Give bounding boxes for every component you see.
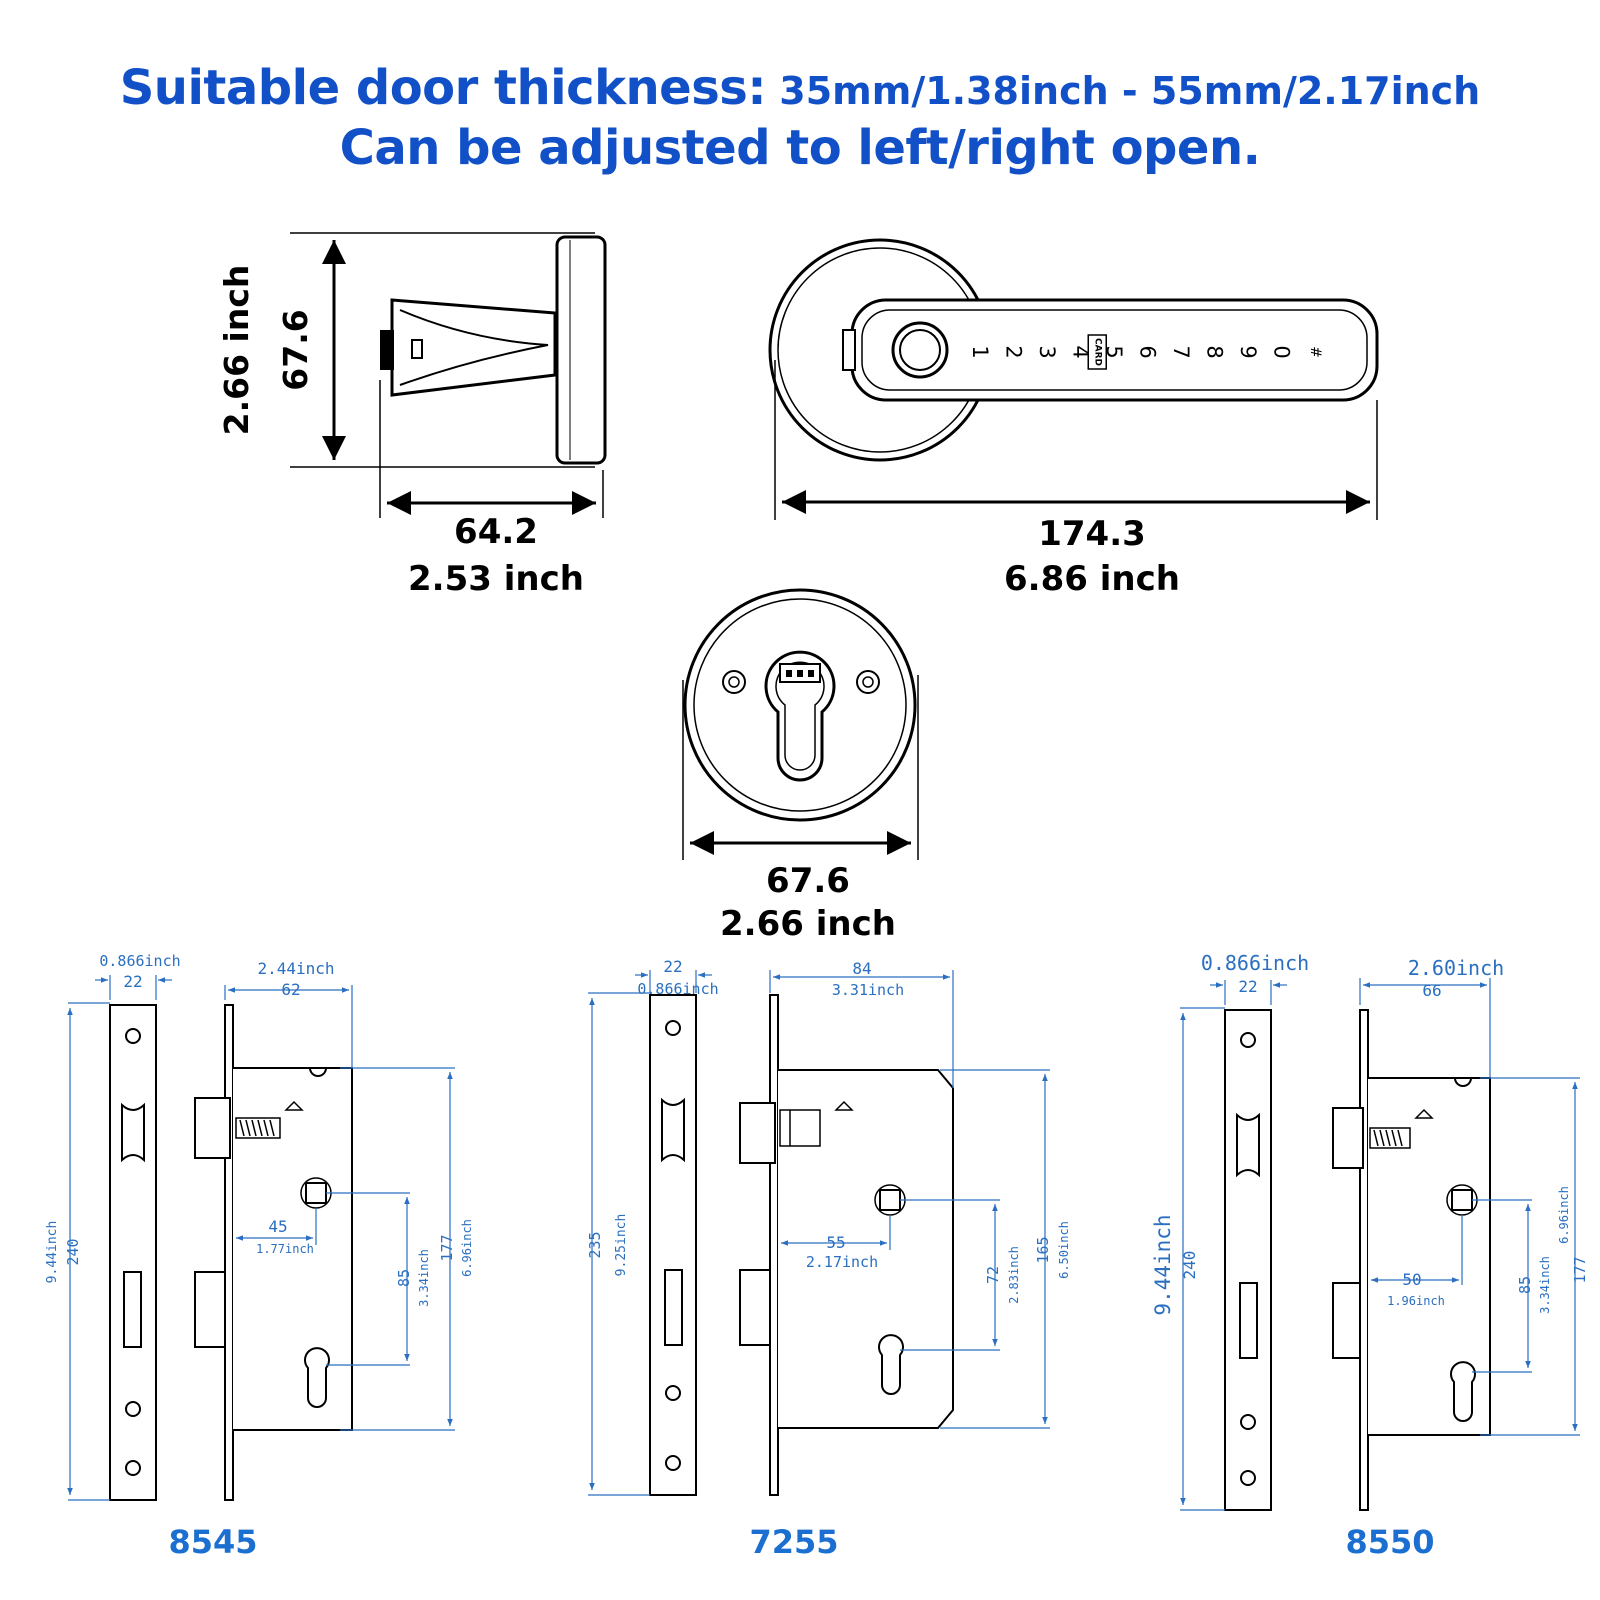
m8545-depth-mm: 62 (281, 980, 300, 999)
front-width-inch: 6.86 inch (1004, 559, 1180, 599)
door-thickness-label: Suitable door thickness: (119, 60, 767, 116)
keypad-key-hash: # (1307, 346, 1323, 358)
m8545-depth-inch: 2.44inch (257, 959, 334, 978)
m8550-case-mm: 177 (1571, 1256, 1589, 1283)
keypad-key-0: 0 (1270, 345, 1294, 358)
keypad-key-6: 6 (1136, 345, 1160, 358)
m7255-case-mm: 165 (1034, 1236, 1052, 1263)
door-thickness-value: 35mm/1.38inch - 55mm/2.17inch (766, 69, 1481, 113)
side-height-mm: 67.6 (276, 309, 315, 390)
keypad-key-8: 8 (1203, 345, 1227, 358)
keypad-key-5: 5 (1102, 345, 1126, 358)
m7255-backset-mm: 55 (826, 1233, 845, 1252)
keypad-key-9: 9 (1236, 345, 1260, 358)
back-width-inch: 2.66 inch (720, 904, 896, 944)
keypad-key-3: 3 (1035, 345, 1059, 358)
m8550-case-inch: 6.96inch (1557, 1186, 1571, 1244)
m7255-depth-mm: 84 (852, 959, 871, 978)
m8550-depth-mm: 66 (1422, 981, 1441, 1000)
m8550-hole-mm: 85 (1516, 1276, 1534, 1294)
side-view: 2.66 inch 67.6 64.2 2.53 inch (217, 232, 607, 599)
back-view: 67.6 2.66 inch (682, 588, 919, 944)
card-label: CARD (1092, 338, 1102, 366)
m8550-hole-inch: 3.34inch (1538, 1256, 1552, 1314)
mortise-7255: 235 9.25inch 22 0.866inch 84 3.31inch 55… (586, 957, 1071, 1561)
m8550-face-inch: 0.866inch (1201, 951, 1309, 975)
m8550-backset-inch: 1.96inch (1387, 1294, 1445, 1308)
keypad-key-1: 1 (968, 345, 992, 358)
m7255-case-inch: 6.50inch (1057, 1221, 1071, 1279)
m8550-length-mm: 240 (1180, 1251, 1199, 1280)
m7255-backset-inch: 2.17inch (806, 1253, 878, 1271)
m7255-hole-inch: 2.83inch (1007, 1246, 1021, 1304)
m8545-length-inch: 9.44inch (45, 1221, 60, 1284)
mortise-8545: 9.44inch 240 0.866inch 22 2.44inch 62 45… (45, 952, 474, 1561)
m8545-case-mm: 177 (438, 1234, 456, 1261)
m7255-hole-mm: 72 (984, 1266, 1002, 1284)
m8550-length-inch: 9.44inch (1151, 1214, 1175, 1315)
model-7255-label: 7255 (749, 1523, 838, 1561)
m8545-case-inch: 6.96inch (460, 1219, 474, 1277)
model-8545-label: 8545 (168, 1523, 257, 1561)
keypad-key-7: 7 (1169, 345, 1193, 358)
open-direction-heading: Can be adjusted to left/right open. (339, 120, 1261, 176)
m7255-length-inch: 9.25inch (614, 1214, 629, 1277)
door-thickness-heading: Suitable door thickness: 35mm/1.38inch -… (0, 60, 1600, 116)
m8545-hole-inch: 3.34inch (417, 1249, 431, 1307)
mortise-8550: 9.44inch 240 0.866inch 22 2.60inch 66 50… (1151, 951, 1589, 1561)
m8545-face-mm: 22 (123, 972, 142, 991)
back-width-mm: 67.6 (766, 861, 850, 901)
keypad-key-2: 2 (1002, 345, 1026, 358)
m8550-backset-mm: 50 (1402, 1270, 1421, 1289)
m7255-face-mm: 22 (663, 957, 682, 976)
m8545-face-inch: 0.866inch (99, 952, 180, 970)
m8545-length-mm: 240 (64, 1238, 82, 1265)
m7255-face-inch: 0.866inch (637, 980, 718, 998)
keypad-key-4: 4 (1069, 345, 1093, 358)
m7255-length-mm: 235 (586, 1231, 604, 1258)
m8550-face-mm: 22 (1238, 977, 1257, 996)
m8545-backset-mm: 45 (268, 1217, 287, 1236)
front-width-mm: 174.3 (1038, 514, 1146, 554)
side-height-inch: 2.66 inch (217, 265, 256, 436)
side-width-inch: 2.53 inch (408, 559, 584, 599)
m8545-hole-mm: 85 (395, 1269, 413, 1287)
model-8550-label: 8550 (1345, 1523, 1434, 1561)
m8550-depth-inch: 2.60inch (1408, 956, 1504, 980)
card-reader-mark (1087, 334, 1107, 370)
m8545-backset-inch: 1.77inch (256, 1242, 314, 1256)
m7255-depth-inch: 3.31inch (832, 981, 904, 999)
side-width-mm: 64.2 (454, 512, 538, 552)
